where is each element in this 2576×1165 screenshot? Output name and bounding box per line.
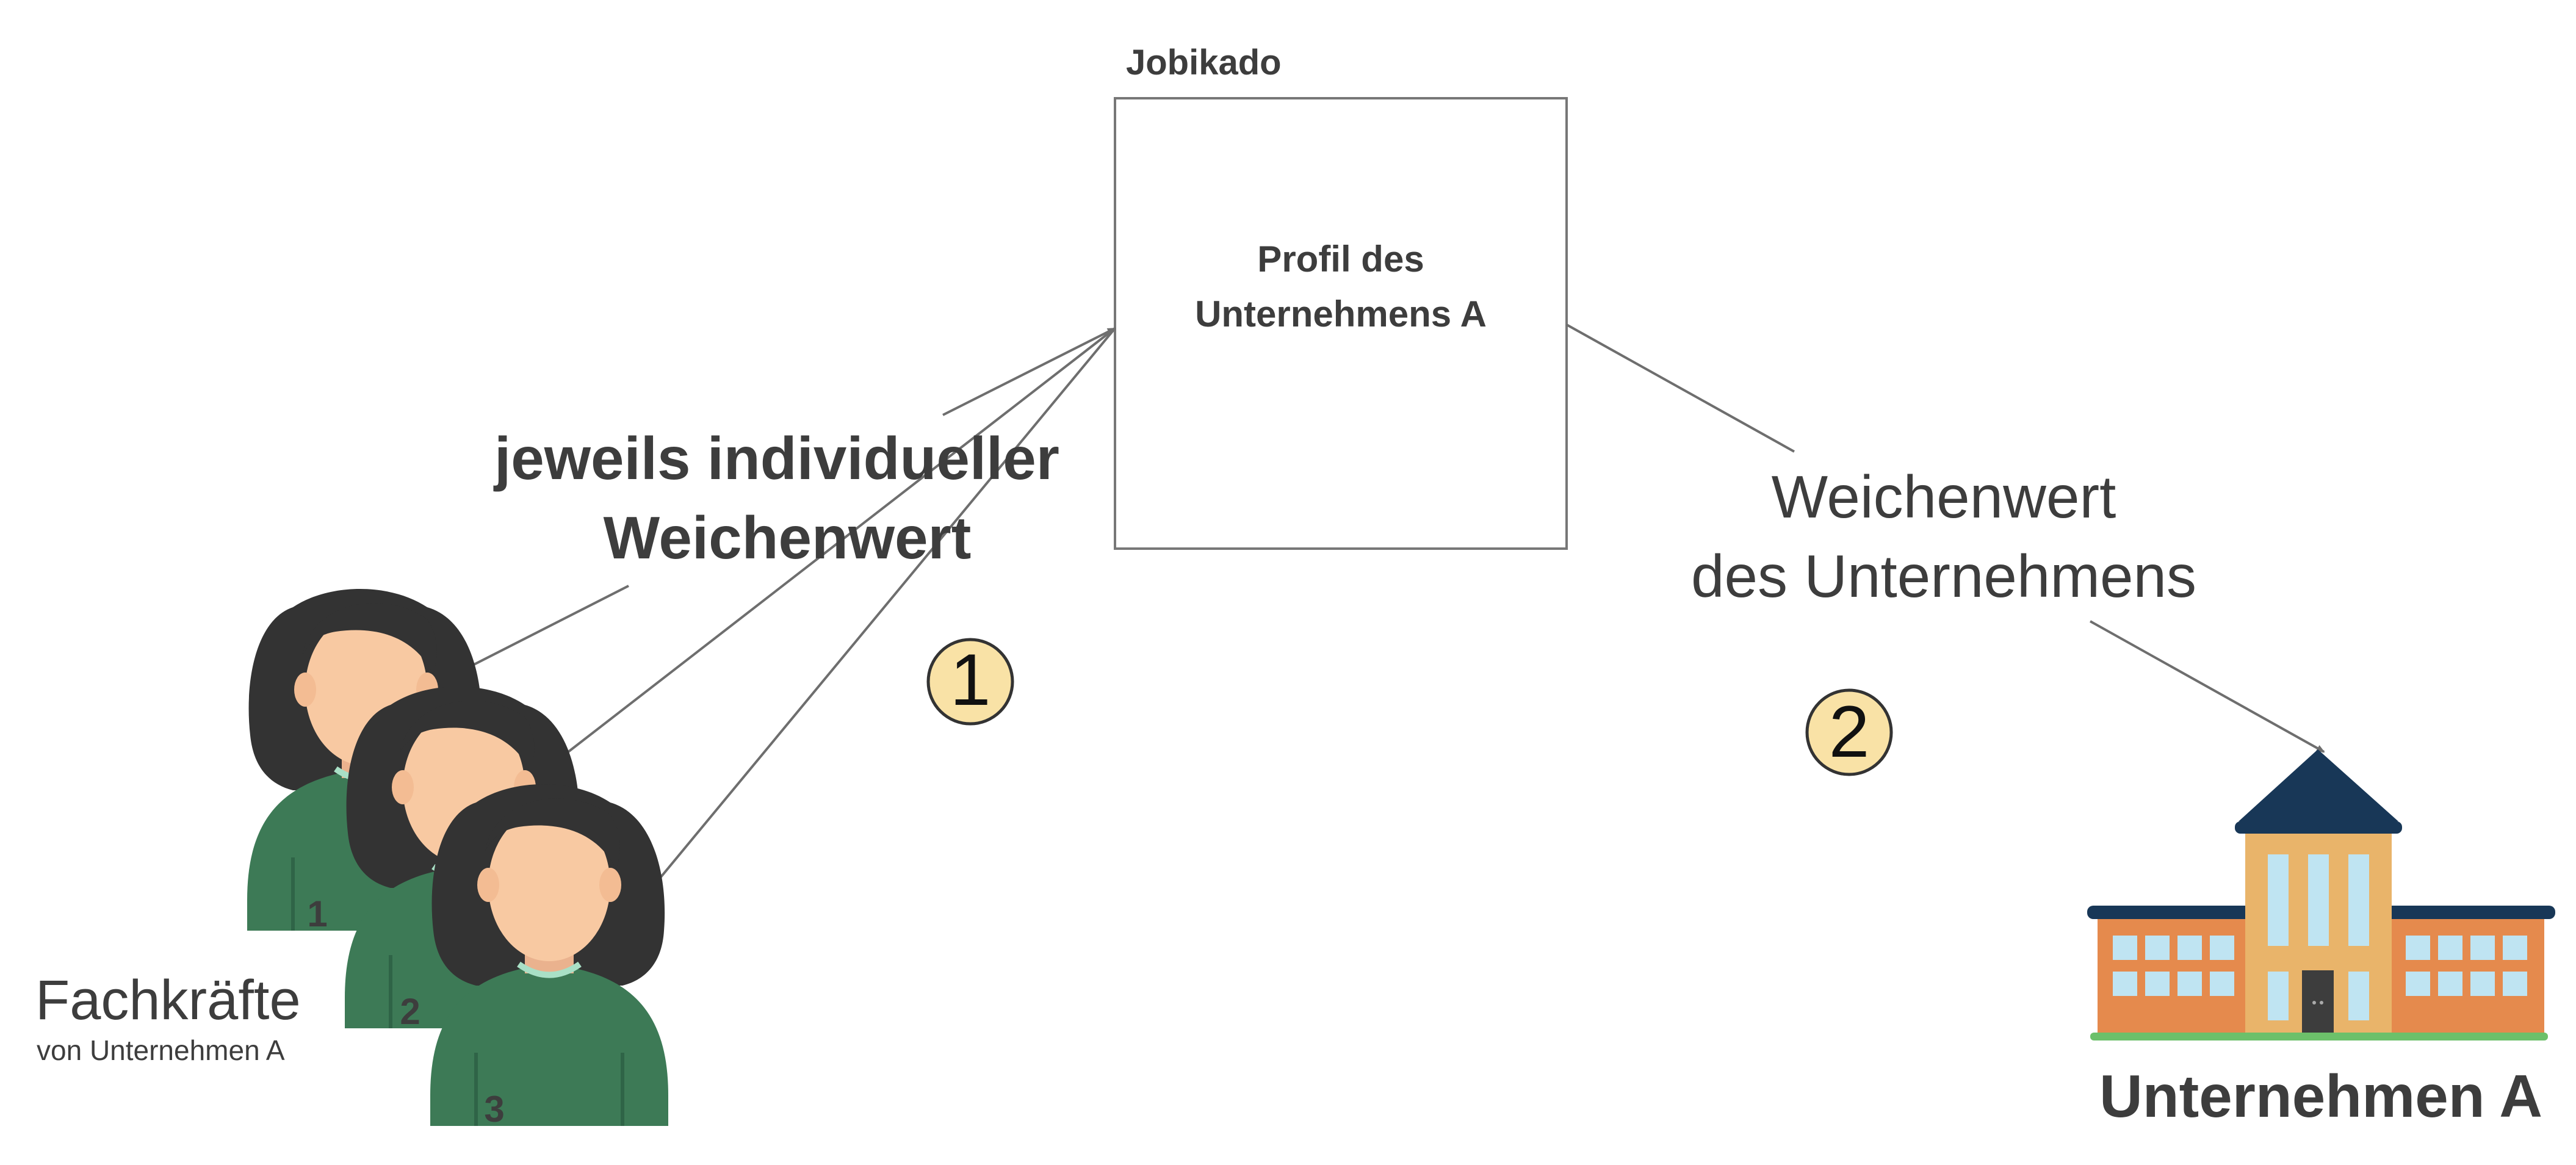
company-building-icon	[2087, 749, 2555, 1041]
left-flow-label-line1: jeweils individueller	[493, 425, 1059, 492]
workers-title: Fachkräfte	[35, 969, 301, 1031]
platform-title: Jobikado	[1126, 43, 1282, 82]
worker-1-number: 1	[307, 893, 327, 934]
step-badge-2-number: 2	[1829, 691, 1870, 773]
company-name: Unternehmen A	[2099, 1062, 2542, 1130]
workers-subtitle: von Unternehmen A	[37, 1034, 285, 1066]
profile-box-label-line2: Unternehmens A	[1195, 294, 1487, 334]
worker-connectors	[454, 327, 1116, 914]
connector-worker-1-lower	[454, 585, 629, 676]
worker-3-number: 3	[484, 1089, 504, 1130]
step-badge-1-number: 1	[950, 639, 991, 721]
right-flow-label: Weichenwert des Unternehmens	[1691, 463, 2196, 610]
connector-worker-3	[630, 327, 1116, 914]
workers-group: 1 2 3 Fachkräfte von Unternehmen A	[35, 589, 668, 1130]
step-badge-2: 2	[1805, 688, 1893, 776]
connector-worker-2	[545, 327, 1116, 770]
company-connector	[1566, 323, 2325, 753]
right-flow-label-line1: Weichenwert	[1772, 463, 2116, 530]
worker-3-illustration	[430, 784, 668, 1126]
platform-section: Jobikado Profil des Unternehmens A	[1114, 43, 1568, 550]
connector-label-to-company	[2090, 620, 2325, 753]
right-flow-label-line2: des Unternehmens	[1691, 543, 2196, 610]
left-flow-label: jeweils individueller Weichenwert	[493, 425, 1059, 571]
step-badge-1: 1	[926, 638, 1014, 726]
profile-box-label-line1: Profil des	[1257, 239, 1424, 280]
worker-2-number: 2	[400, 991, 420, 1032]
left-flow-label-line2: Weichenwert	[604, 504, 972, 571]
connector-worker-1-upper	[942, 327, 1116, 416]
profile-box	[1114, 97, 1568, 550]
connector-profile-to-label	[1566, 323, 1795, 453]
